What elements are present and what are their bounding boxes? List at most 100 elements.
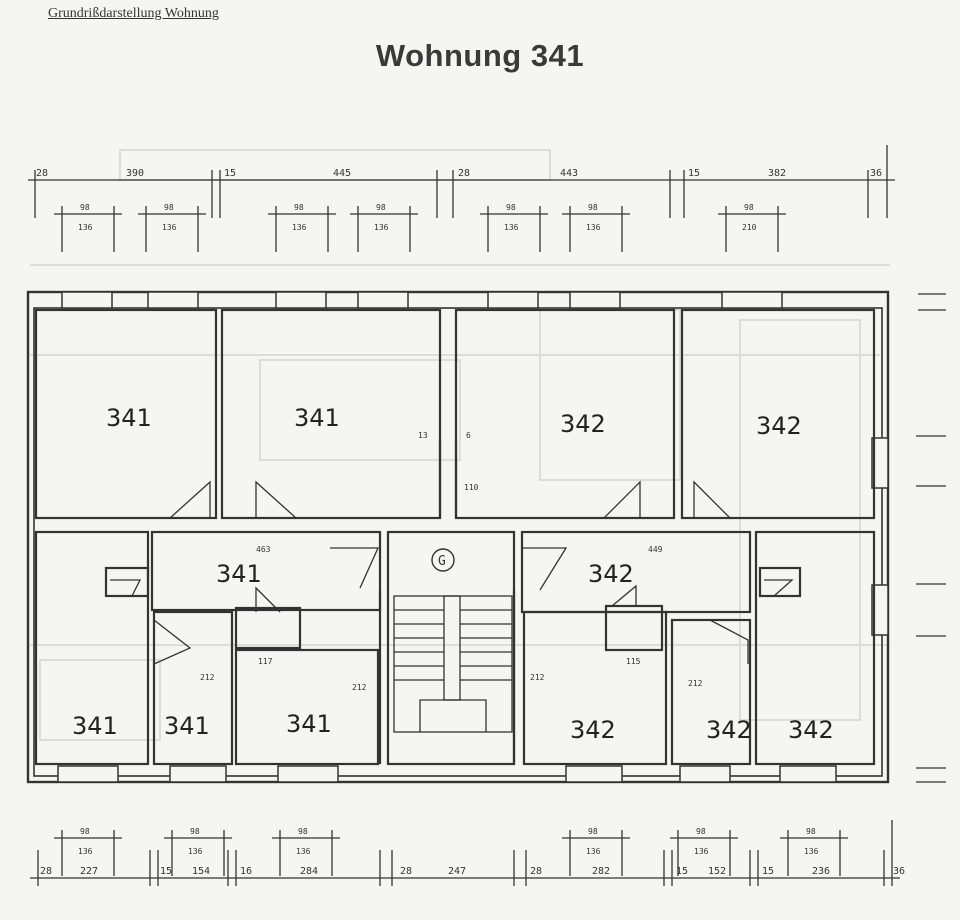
room-labels: 341 341 342 342 341 341 341 341 342 342 … xyxy=(72,404,834,744)
bottom-dimension-chain xyxy=(30,820,900,886)
bottom-dimension-labels: 28 227 15 154 16 284 28 247 28 282 15 15… xyxy=(40,866,905,877)
top-dim-label: 390 xyxy=(126,168,144,179)
window-width-label: 98 xyxy=(294,203,304,212)
top-dim-label: 15 xyxy=(688,168,700,179)
right-side-markers xyxy=(916,293,946,783)
window-width-label: 98 xyxy=(744,203,754,212)
bottom-dim-label: 152 xyxy=(708,866,726,877)
room-label: 342 xyxy=(588,560,634,588)
inner-dim: 110 xyxy=(464,483,479,492)
window-width-label: 98 xyxy=(190,827,200,836)
inner-dimension-labels: 463 449 110 13 6 212 212 212 212 117 115 xyxy=(200,431,703,692)
top-dim-label: 36 xyxy=(870,168,882,179)
window-height-label: 136 xyxy=(78,847,93,856)
window-height-label: 136 xyxy=(586,847,601,856)
window-height-label: 210 xyxy=(742,223,757,232)
bottom-dim-label: 15 xyxy=(160,866,172,877)
window-height-label: 136 xyxy=(694,847,709,856)
bottom-dim-label: 28 xyxy=(530,866,542,877)
outer-walls xyxy=(26,290,890,784)
window-width-label: 98 xyxy=(506,203,516,212)
bottom-dim-label: 247 xyxy=(448,866,466,877)
top-dimension-chain xyxy=(28,145,895,218)
top-dim-label: 28 xyxy=(458,168,470,179)
inner-dim: 6 xyxy=(466,431,471,440)
window-height-label: 136 xyxy=(162,223,177,232)
bottom-dim-label: 15 xyxy=(762,866,774,877)
door-swings xyxy=(110,480,794,665)
window-dimension-marker: 98 136 xyxy=(350,203,418,252)
inner-dim: 212 xyxy=(688,679,703,688)
top-dim-label: 445 xyxy=(333,168,351,179)
bottom-dim-label: 227 xyxy=(80,866,98,877)
window-dimension-marker: 98 136 xyxy=(480,203,548,252)
window-dimension-marker: 98 136 xyxy=(272,827,340,876)
bottom-dim-label: 236 xyxy=(812,866,830,877)
window-dimension-marker: 98 136 xyxy=(780,827,848,876)
window-width-label: 98 xyxy=(80,827,90,836)
top-dim-label: 28 xyxy=(36,168,48,179)
room-label: 342 xyxy=(570,716,616,744)
stair-symbol-letter: G xyxy=(438,554,446,569)
window-height-label: 136 xyxy=(804,847,819,856)
window-width-label: 98 xyxy=(588,827,598,836)
room-label: 341 xyxy=(106,404,152,432)
window-height-label: 136 xyxy=(586,223,601,232)
bottom-dim-label: 36 xyxy=(893,866,905,877)
bottom-dim-label: 28 xyxy=(400,866,412,877)
window-dimension-marker: 98 136 xyxy=(164,827,232,876)
window-height-label: 136 xyxy=(296,847,311,856)
room-label: 341 xyxy=(164,712,210,740)
window-height-label: 136 xyxy=(374,223,389,232)
bottom-dim-label: 284 xyxy=(300,866,318,877)
room-label: 342 xyxy=(756,412,802,440)
room-label: 341 xyxy=(72,712,118,740)
window-width-label: 98 xyxy=(806,827,816,836)
window-dimension-marker: 98 136 xyxy=(54,827,122,876)
room-walls xyxy=(34,308,876,766)
window-width-label: 98 xyxy=(80,203,90,212)
window-width-label: 98 xyxy=(588,203,598,212)
window-width-label: 98 xyxy=(376,203,386,212)
inner-dim: 212 xyxy=(200,673,215,682)
window-height-label: 136 xyxy=(188,847,203,856)
window-dimension-marker: 98 210 xyxy=(718,203,786,252)
room-label: 341 xyxy=(286,710,332,738)
hall-right-dim: 449 xyxy=(648,545,663,554)
room-label: 341 xyxy=(294,404,340,432)
inner-dim: 13 xyxy=(418,431,428,440)
bottom-dim-label: 282 xyxy=(592,866,610,877)
inner-dim: 212 xyxy=(352,683,367,692)
window-dimension-marker: 98 136 xyxy=(562,203,630,252)
facade-windows-top xyxy=(57,291,889,783)
top-dim-label: 15 xyxy=(224,168,236,179)
stair-symbol: G xyxy=(431,548,455,572)
bottom-dim-label: 154 xyxy=(192,866,210,877)
page-title: Wohnung 341 xyxy=(375,38,585,73)
window-height-label: 136 xyxy=(292,223,307,232)
bottom-dim-label: 28 xyxy=(40,866,52,877)
room-label: 342 xyxy=(788,716,834,744)
bottom-dim-label: 16 xyxy=(240,866,252,877)
window-width-label: 98 xyxy=(696,827,706,836)
inner-dim: 212 xyxy=(530,673,545,682)
window-height-label: 136 xyxy=(504,223,519,232)
inner-dim: 115 xyxy=(626,657,641,666)
window-dimension-marker: 98 136 xyxy=(268,203,336,252)
window-dimension-marker: 98 136 xyxy=(670,827,738,876)
window-dimension-marker: 98 136 xyxy=(138,203,206,252)
staircase xyxy=(393,595,513,733)
inner-dim: 117 xyxy=(258,657,273,666)
hall-left-dim: 463 xyxy=(256,545,271,554)
top-dim-label: 443 xyxy=(560,168,578,179)
top-dim-label: 382 xyxy=(768,168,786,179)
bottom-window-markers: 98 136 98 136 98 136 98 136 98 136 98 136 xyxy=(54,827,848,876)
bottom-dim-label: 15 xyxy=(676,866,688,877)
window-width-label: 98 xyxy=(298,827,308,836)
window-width-label: 98 xyxy=(164,203,174,212)
window-dimension-marker: 98 136 xyxy=(562,827,630,876)
top-dimension-labels: 28 390 15 445 28 443 15 382 36 xyxy=(36,168,882,179)
